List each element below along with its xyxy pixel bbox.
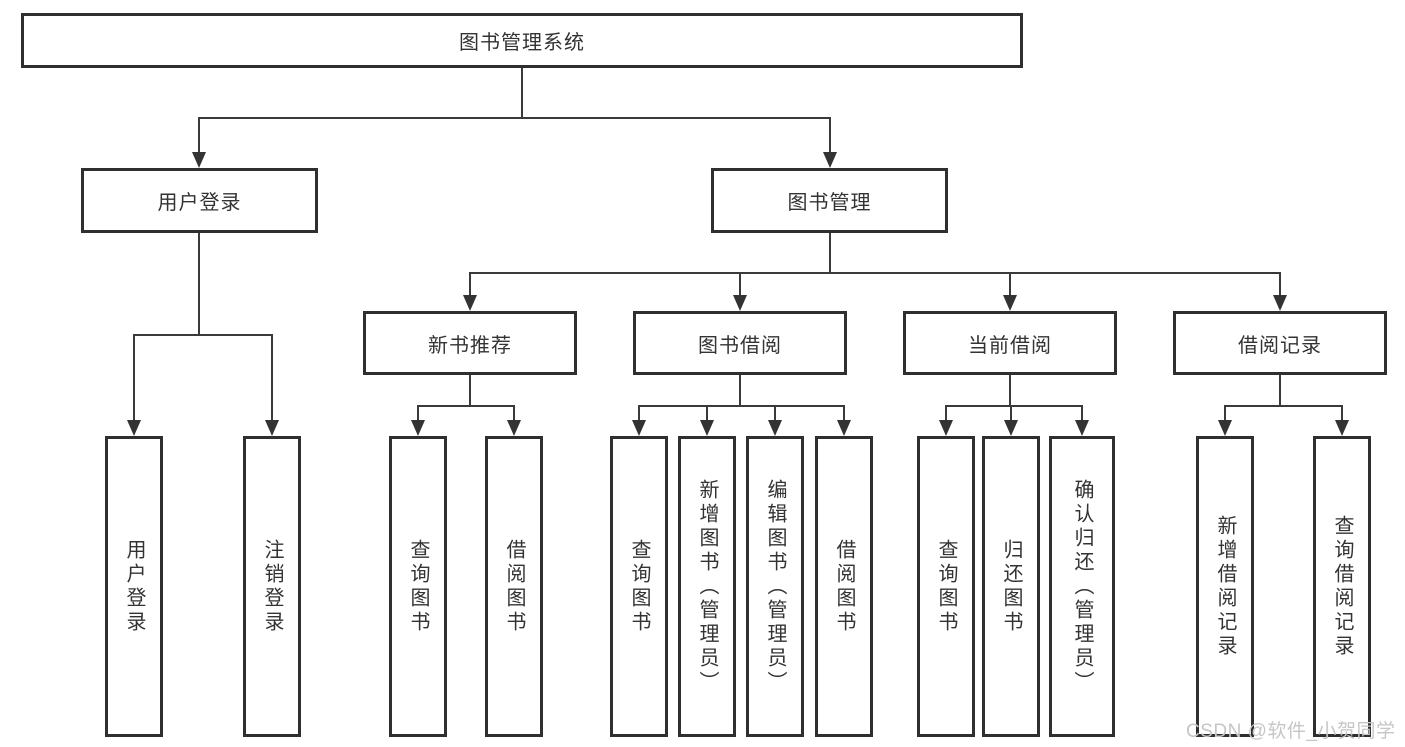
leaf-return-book: 归还图书 xyxy=(982,436,1040,737)
leaf-add-borrow-record-label: 新增借阅记录 xyxy=(1214,514,1236,659)
connector-drop-user-login xyxy=(198,117,200,154)
arrowhead-bb-query xyxy=(632,420,646,436)
arrowhead-current-borrow xyxy=(1003,295,1017,311)
node-current-borrow-label: 当前借阅 xyxy=(968,334,1052,357)
leaf-logout: 注销登录 xyxy=(243,436,301,737)
connector-drop-new-book xyxy=(469,272,471,297)
leaf-newbook-borrow-book-label: 借阅图书 xyxy=(503,538,525,635)
leaf-edit-book-admin-label: 编辑图书（管理员） xyxy=(764,478,786,695)
node-book-management: 图书管理 xyxy=(711,168,948,233)
connector-drop-bb-add xyxy=(706,405,708,422)
node-new-book-recommend: 新书推荐 xyxy=(363,311,577,375)
leaf-newbook-borrow-book: 借阅图书 xyxy=(485,436,543,737)
connector-user-login-branch xyxy=(134,334,273,336)
connector-drop-borrow-records xyxy=(1279,272,1281,297)
connector-drop-br-query xyxy=(1341,405,1343,422)
leaf-return-book-label: 归还图书 xyxy=(1000,538,1022,635)
connector-book-management-stem xyxy=(829,233,831,274)
connector-current-borrow-stem xyxy=(1009,375,1011,407)
arrowhead-book-borrow xyxy=(733,295,747,311)
connector-root-stem xyxy=(521,68,523,118)
connector-drop-book-management xyxy=(829,117,831,154)
connector-drop-book-borrow xyxy=(739,272,741,297)
node-current-borrow: 当前借阅 xyxy=(903,311,1117,375)
connector-level2-branch xyxy=(199,117,831,119)
leaf-newbook-query-book: 查询图书 xyxy=(389,436,447,737)
leaf-add-borrow-record: 新增借阅记录 xyxy=(1196,436,1254,737)
arrowhead-bb-edit xyxy=(768,420,782,436)
connector-drop-cb-confirm xyxy=(1081,405,1083,422)
node-root-label: 图书管理系统 xyxy=(459,32,585,54)
arrowhead-br-add xyxy=(1218,420,1232,436)
leaf-current-query-book: 查询图书 xyxy=(917,436,975,737)
connector-current-borrow-branch xyxy=(946,405,1083,407)
leaf-edit-book-admin: 编辑图书（管理员） xyxy=(746,436,804,737)
leaf-newbook-query-book-label: 查询图书 xyxy=(407,538,429,635)
leaf-borrow-borrow-book-label: 借阅图书 xyxy=(833,538,855,635)
node-book-management-label: 图书管理 xyxy=(787,192,872,214)
node-borrow-records-label: 借阅记录 xyxy=(1238,334,1322,357)
connector-drop-br-add xyxy=(1224,405,1226,422)
arrowhead-nb-query xyxy=(411,420,425,436)
arrowhead-user-login xyxy=(192,152,206,168)
node-root: 图书管理系统 xyxy=(21,13,1023,68)
connector-book-borrow-branch xyxy=(639,405,845,407)
arrowhead-leaf-logout xyxy=(265,420,279,436)
arrowhead-cb-confirm xyxy=(1075,420,1089,436)
node-book-borrow: 图书借阅 xyxy=(633,311,847,375)
connector-drop-leaf-logout xyxy=(271,334,273,422)
leaf-borrow-borrow-book: 借阅图书 xyxy=(815,436,873,737)
node-book-borrow-label: 图书借阅 xyxy=(698,334,782,357)
connector-borrow-records-branch xyxy=(1225,405,1343,407)
arrowhead-leaf-login xyxy=(127,420,141,436)
node-user-login-label: 用户登录 xyxy=(157,192,242,214)
arrowhead-bb-borrow xyxy=(837,420,851,436)
leaf-confirm-return-admin-label: 确认归还（管理员） xyxy=(1071,478,1093,695)
arrowhead-borrow-records xyxy=(1273,295,1287,311)
leaf-current-query-book-label: 查询图书 xyxy=(935,538,957,635)
connector-book-borrow-stem xyxy=(739,375,741,407)
leaf-query-borrow-record-label: 查询借阅记录 xyxy=(1331,514,1353,659)
arrowhead-bb-add xyxy=(700,420,714,436)
leaf-add-book-admin: 新增图书（管理员） xyxy=(678,436,736,737)
connector-drop-nb-query xyxy=(417,405,419,422)
leaf-borrow-query-book-label: 查询图书 xyxy=(628,538,650,635)
arrowhead-nb-borrow xyxy=(507,420,521,436)
leaf-user-login: 用户登录 xyxy=(105,436,163,737)
arrowhead-cb-query xyxy=(939,420,953,436)
leaf-confirm-return-admin: 确认归还（管理员） xyxy=(1049,436,1115,737)
arrowhead-new-book xyxy=(463,295,477,311)
connector-drop-bb-query xyxy=(638,405,640,422)
leaf-add-book-admin-label: 新增图书（管理员） xyxy=(696,478,718,695)
arrowhead-br-query xyxy=(1335,420,1349,436)
node-borrow-records: 借阅记录 xyxy=(1173,311,1387,375)
connector-new-book-branch xyxy=(418,405,515,407)
node-new-book-recommend-label: 新书推荐 xyxy=(428,334,512,357)
connector-drop-bb-borrow xyxy=(843,405,845,422)
arrowhead-book-management xyxy=(823,152,837,168)
connector-drop-cb-query xyxy=(945,405,947,422)
connector-new-book-stem xyxy=(469,375,471,407)
connector-drop-current-borrow xyxy=(1009,272,1011,297)
connector-level3-branch xyxy=(470,272,1281,274)
csdn-watermark: CSDN @软件_小贺同学 xyxy=(1186,721,1396,742)
leaf-logout-label: 注销登录 xyxy=(261,538,283,635)
leaf-user-login-label: 用户登录 xyxy=(123,538,145,635)
connector-user-login-stem xyxy=(198,233,200,336)
connector-borrow-records-stem xyxy=(1279,375,1281,407)
leaf-query-borrow-record: 查询借阅记录 xyxy=(1313,436,1371,737)
connector-drop-leaf-login xyxy=(133,334,135,422)
connector-drop-cb-return xyxy=(1010,405,1012,422)
leaf-borrow-query-book: 查询图书 xyxy=(610,436,668,737)
connector-drop-nb-borrow xyxy=(513,405,515,422)
arrowhead-cb-return xyxy=(1004,420,1018,436)
node-user-login: 用户登录 xyxy=(81,168,318,233)
connector-drop-bb-edit xyxy=(774,405,776,422)
